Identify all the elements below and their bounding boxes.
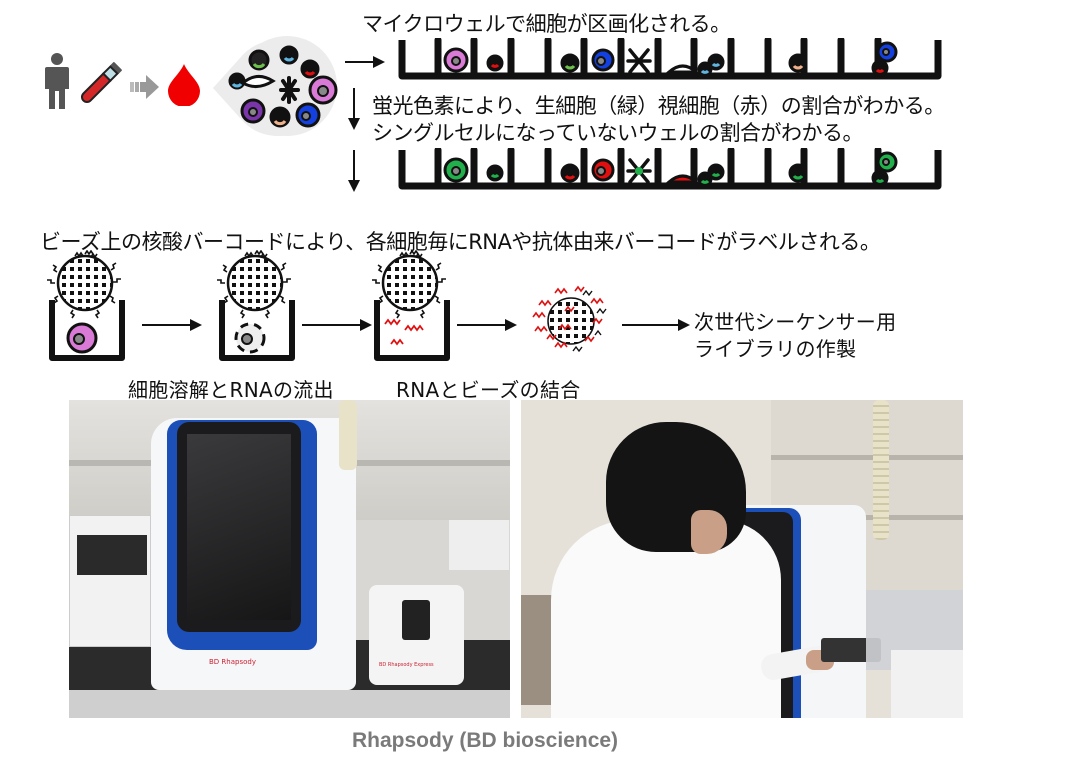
barcode-heading: ビーズ上の核酸バーコードにより、各細胞毎にRNAや抗体由来バーコードがラベルされ…: [40, 230, 881, 254]
blood-drop-icon: [166, 64, 202, 106]
photo-caption: Rhapsody (BD bioscience): [352, 729, 619, 752]
blood-tube-icon: [74, 60, 124, 110]
brand-label-express: BD Rhapsody Express: [379, 662, 434, 668]
photo-rhapsody-instrument: BD Rhapsody BD Rhapsody Express: [69, 400, 510, 718]
lysis-label: 細胞溶解とRNAの流出: [128, 378, 334, 402]
microwell-strip-before: [398, 38, 943, 84]
brand-label-instrument: BD Rhapsody: [209, 658, 256, 666]
arrow-right-icon: [142, 318, 202, 332]
person-icon: [44, 52, 70, 110]
stage-intact-cell: [42, 250, 132, 368]
gray-arrow-icon: [130, 75, 160, 99]
step2-label-line2: シングルセルになっていないウェルの割合がわかる。: [372, 121, 863, 145]
cell-mixture-bubble-icon: [205, 33, 345, 139]
down-arrow-icon: [347, 150, 361, 192]
arrow-right-icon: [302, 318, 372, 332]
photo-researcher: [521, 400, 963, 718]
down-arrow-icon: [347, 88, 361, 130]
arrow-right-icon: [457, 318, 517, 332]
bead-with-rna-icon: [525, 285, 617, 357]
microwell-strip-after: [398, 148, 943, 194]
binding-label: RNAとビーズの結合: [396, 378, 581, 402]
right-arrow-icon: [345, 55, 385, 69]
step2-label-line1: 蛍光色素により、生細胞（緑）視細胞（赤）の割合がわかる。: [372, 94, 945, 118]
arrow-right-icon: [622, 318, 690, 332]
library-label-line1: 次世代シーケンサー用: [694, 310, 897, 334]
stage-cell-lysis: [212, 250, 302, 368]
stage-rna-release: [367, 250, 457, 368]
step1-label: マイクロウェルで細胞が区画化される。: [362, 12, 731, 36]
library-label-line2: ライブラリの作製: [694, 337, 857, 361]
